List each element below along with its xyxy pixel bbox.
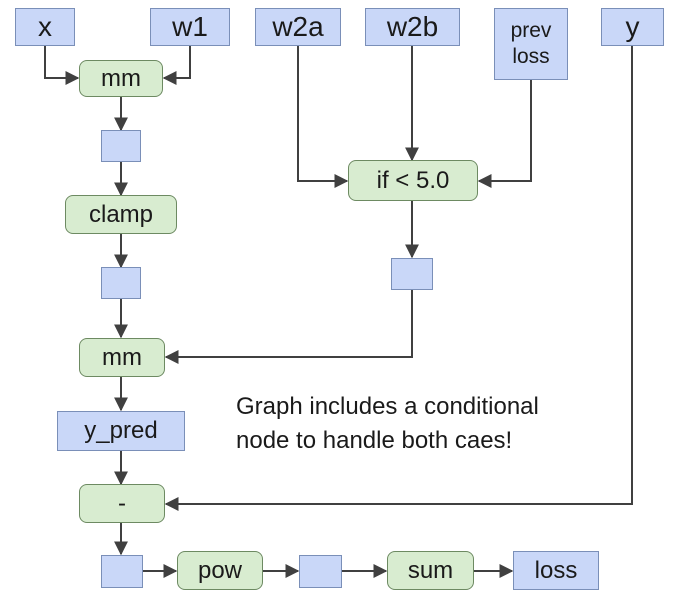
edge-y-to-sub [164,46,633,511]
op-conditional: if < 5.0 [348,160,478,201]
output-loss: loss [513,551,599,590]
edge-w2a-to-cond [297,46,349,188]
op-sum: sum [387,551,474,590]
op-mm-1: mm [79,60,163,97]
tensor-node [391,258,433,290]
input-w1: w1 [150,8,230,46]
edge-t3-to-mm2 [164,290,413,364]
caption-line-1: Graph includes a conditional [236,393,539,420]
caption: Graph includes a conditional node to han… [236,390,656,458]
input-y: y [601,8,664,46]
edge-w1-to-mm1 [162,46,191,85]
output-y-pred: y_pred [57,411,185,451]
op-subtract: - [79,484,165,523]
input-w2b: w2b [365,8,460,46]
tensor-node [101,267,141,299]
input-w2a: w2a [255,8,341,46]
tensor-node [101,555,143,588]
input-x: x [15,8,75,46]
op-mm-2: mm [79,338,165,377]
op-pow: pow [177,551,263,590]
input-prev-loss: prev loss [494,8,568,80]
edge-x-to-mm1 [44,46,80,85]
tensor-node [101,130,141,162]
caption-line-2: node to handle both caes! [236,427,513,454]
tensor-node [299,555,342,588]
edge-prevloss-to-cond [477,80,532,188]
op-clamp: clamp [65,195,177,234]
